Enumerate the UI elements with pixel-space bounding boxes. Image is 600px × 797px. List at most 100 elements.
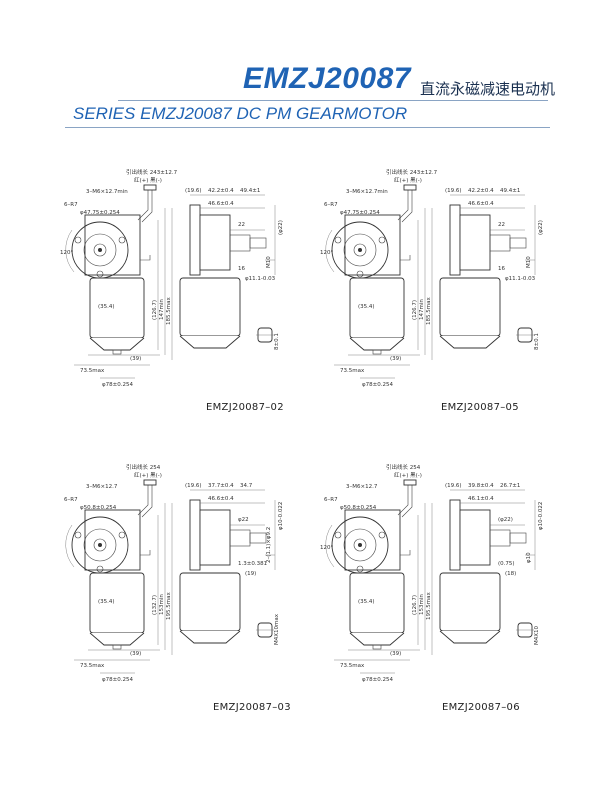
- dimension-label: φ78±0.254: [362, 382, 393, 388]
- dimension-label: φ22: [238, 517, 249, 523]
- side-output-shaft: [489, 234, 511, 252]
- dimension-label: M4X10max: [274, 613, 280, 645]
- side-flange: [189, 499, 201, 571]
- output-shaft-end: [93, 538, 107, 552]
- dimension-label: 42.2±0.4: [208, 188, 234, 194]
- dimension-label: (39): [130, 651, 141, 657]
- dimension-label: 8±0.1: [274, 333, 280, 350]
- motor-bearing-boss: [372, 349, 382, 355]
- gearbox-hub: [83, 233, 117, 267]
- dimension-label: 37.7±0.4: [208, 483, 234, 489]
- dimension-label: 16: [238, 266, 245, 272]
- dimension-label: 153min: [419, 594, 425, 615]
- dimension-label: M10: [526, 256, 532, 268]
- side-end-cap: [179, 335, 241, 349]
- side-flange: [449, 204, 461, 276]
- mounting-hole: [378, 236, 386, 244]
- polarity-label: 红(+) 黑(-): [394, 471, 422, 479]
- dimension-label: φ10: [526, 552, 532, 563]
- dimension-label: (39): [390, 651, 401, 657]
- shaft-center: [358, 543, 362, 547]
- gearmotor-drawing: 引出线长 243±12.7红(+) 黑(-)3–M6×12.7min6–R7φ4…: [60, 168, 284, 388]
- lead-wires: [397, 485, 413, 518]
- dimension-label: (132.7): [152, 595, 158, 615]
- dimension-label: φ10-0.022: [278, 502, 284, 530]
- gearbox-hub: [343, 233, 377, 267]
- angle-label: 120°: [320, 545, 333, 551]
- wire-terminal: [403, 184, 417, 191]
- dimension-label: 22: [238, 222, 245, 228]
- model-title-chinese: 直流永磁减速电动机: [420, 80, 556, 98]
- dimension-label: 46.6±0.4: [468, 201, 494, 207]
- side-output-shaft: [229, 529, 251, 547]
- shaft-center: [358, 248, 362, 252]
- angle-label: 120°: [320, 250, 333, 256]
- lead-length-label: 引出线长 254: [386, 463, 421, 471]
- polarity-label: 红(+) 黑(-): [134, 176, 162, 184]
- drawing-caption: EMZJ20087–05: [441, 402, 519, 413]
- dimension-label: 73.5max: [80, 663, 105, 669]
- pcd-label: φ47.75±0.254: [80, 210, 120, 216]
- wire-clip: [400, 550, 411, 556]
- output-shaft-end: [353, 538, 367, 552]
- wire-clip: [400, 255, 411, 261]
- side-flange: [449, 499, 461, 571]
- dimension-label: (126.7): [152, 300, 158, 320]
- motor-bearing-boss: [112, 349, 122, 355]
- dimension-label: 34.7: [240, 483, 253, 489]
- dimension-label: φ10-0.022: [538, 502, 544, 530]
- dimension-label: 46.6±0.4: [208, 201, 234, 207]
- angle-arc: [65, 229, 75, 273]
- motor-end-cap: [349, 632, 405, 646]
- header-divider-bottom: [65, 127, 550, 128]
- dimension-label: (19.6): [185, 188, 202, 194]
- gear-housing: [344, 509, 401, 571]
- polarity-label: 红(+) 黑(-): [394, 176, 422, 184]
- dimension-label: 73.5max: [340, 663, 365, 669]
- radius-label: 6–R7: [64, 202, 78, 208]
- gear-housing: [84, 509, 141, 571]
- model-title: EMZJ20087: [243, 62, 411, 95]
- dimension-label: M4X10: [534, 625, 540, 645]
- dimension-label: (φ22): [498, 517, 513, 523]
- mounting-hole: [334, 236, 342, 244]
- side-motor-can: [179, 277, 241, 337]
- side-end-cap: [439, 335, 501, 349]
- drawing-caption: EMZJ20087–06: [442, 702, 520, 713]
- dimension-label: 2–(1.1)×φ9.2: [266, 527, 272, 563]
- dimension-label: 26.7±1: [500, 483, 520, 489]
- dimension-label: (0.75): [498, 561, 515, 567]
- shaft-center: [98, 248, 102, 252]
- dimension-label: 16: [498, 266, 505, 272]
- dimension-label: (19.6): [445, 188, 462, 194]
- dimension-label: 185.5max: [426, 297, 432, 325]
- wire-clip: [140, 255, 151, 261]
- dimension-label: 195.5max: [166, 592, 172, 620]
- dimension-label: (19.6): [185, 483, 202, 489]
- lead-wires: [397, 190, 413, 223]
- side-motor-can: [439, 277, 501, 337]
- dimension-label: 195.5max: [426, 592, 432, 620]
- dimension-label: φ11.1-0.03: [505, 276, 536, 282]
- angle-label: 120°: [60, 250, 73, 256]
- dimension-label: (19.6): [445, 483, 462, 489]
- angle-arc: [325, 229, 335, 273]
- dimension-label: (35.4): [358, 599, 375, 605]
- motor-bearing-boss: [372, 644, 382, 650]
- dimension-label: φ78±0.254: [102, 382, 133, 388]
- motor-end-cap: [89, 337, 145, 351]
- dimension-label: (126.7): [412, 595, 418, 615]
- output-shaft-end: [353, 243, 367, 257]
- gearbox-hub: [343, 528, 377, 562]
- header: EMZJ20087 直流永磁减速电动机 SERIES EMZJ20087 DC …: [0, 0, 600, 130]
- pcd-label: φ50.8±0.254: [80, 505, 117, 511]
- side-gear-housing: [459, 214, 491, 271]
- side-gear-housing: [459, 509, 491, 566]
- series-title: SERIES EMZJ20087 DC PM GEARMOTOR: [73, 104, 408, 123]
- dimension-label: (35.4): [98, 599, 115, 605]
- gearmotor-drawing: 引出线长 243±12.7红(+) 黑(-)3–M6×12.7min6–R7φ4…: [320, 168, 544, 388]
- side-end-cap: [179, 630, 241, 644]
- mounting-hole: [96, 565, 104, 573]
